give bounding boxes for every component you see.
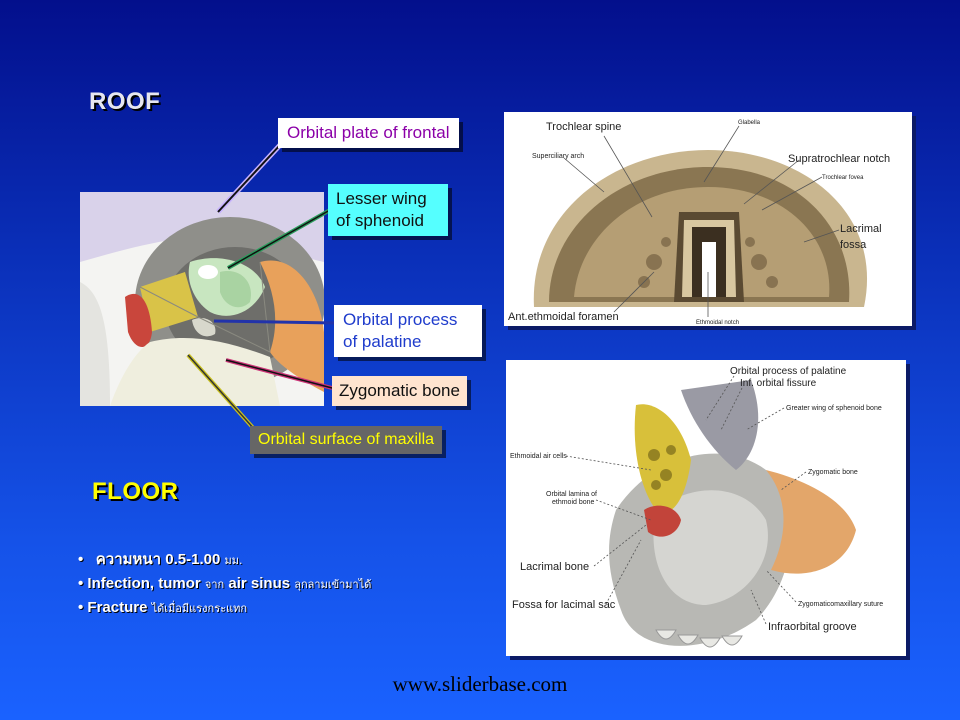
floor-fig-infraorbital-groove: Infraorbital groove	[768, 621, 857, 633]
bullet-small-2: ลุกลามเข้ามาได้	[294, 578, 372, 591]
roof-heading: ROOF	[89, 88, 161, 115]
roof-fig-lacrimal-2: fossa	[840, 239, 867, 251]
label-text: Orbital plate of frontal	[287, 123, 450, 142]
bullet-bold-2: air sinus	[228, 575, 291, 592]
roof-fig-ethmoidal-notch: Ethmoidal notch	[696, 320, 739, 326]
orbit-illustration	[80, 192, 324, 406]
roof-fig-trochlear-spine: Trochlear spine	[546, 121, 621, 133]
footer-url: www.sliderbase.com	[392, 672, 568, 696]
label-orbital-surface-maxilla: Orbital surface of maxilla	[250, 426, 443, 454]
bullet-list: • ความหนา 0.5-1.00 มม. • Infection, tumo…	[78, 548, 371, 620]
floor-fig-orbital-lamina-2: ethmoid bone	[552, 499, 595, 506]
label-orbital-process-palatine: Orbital process of palatine	[334, 305, 482, 357]
floor-fig-zygomaticomaxillary: Zygomaticomaxillary suture	[798, 601, 883, 608]
floor-fig-orbital-process-palatine: Orbital process of palatine	[730, 366, 847, 377]
bullet-item: • Fracture ได้เมื่อมีแรงกระแทก	[78, 599, 248, 616]
bullet-small: มม.	[224, 554, 243, 567]
label-text-line-1: Orbital process	[343, 310, 458, 329]
roof-fig-lacrimal-1: Lacrimal	[840, 223, 882, 235]
floor-heading: FLOOR	[92, 478, 179, 505]
floor-figure: Orbital process of palatine Inf. orbital…	[506, 360, 906, 656]
bullet-bold: Fracture	[87, 599, 148, 616]
roof-fig-superciliary-arch: Superciliary arch	[532, 153, 584, 160]
bullet-bold: Infection, tumor	[87, 575, 201, 592]
floor-fig-greater-wing: Greater wing of sphenoid bone	[786, 405, 882, 412]
bullet-small: จาก	[204, 578, 225, 591]
roof-fig-trochlear-fovea: Trochlear fovea	[822, 175, 864, 181]
roof-fig-glabella: Glabella	[738, 120, 761, 126]
floor-fig-inf-orbital-fissure: Inf. orbital fissure	[740, 378, 817, 389]
label-text-line-2: of palatine	[343, 332, 422, 351]
label-zygomatic-bone: Zygomatic bone	[332, 376, 467, 406]
bullet-bold: ความหนา 0.5-1.00	[95, 551, 221, 568]
label-orbital-plate-frontal: Orbital plate of frontal	[278, 118, 459, 148]
floor-fig-fossa-lacrimal-sac: Fossa for lacimal sac	[512, 599, 616, 611]
bullet-item: • ความหนา 0.5-1.00 มม.	[78, 551, 243, 568]
label-text-line-2: of sphenoid	[336, 211, 424, 230]
floor-fig-zygomatic-bone: Zygomatic bone	[808, 469, 858, 476]
roof-figure: Trochlear spine Glabella Superciliary ar…	[504, 112, 912, 326]
label-text-line-1: Lesser wing	[336, 189, 427, 208]
bullet-small: ได้เมื่อมีแรงกระแทก	[151, 602, 248, 615]
floor-fig-orbital-lamina-1: Orbital lamina of	[546, 491, 597, 498]
floor-fig-ethmoidal-air-cells: Ethmoidal air cells	[510, 453, 567, 460]
label-text: Zygomatic bone	[339, 381, 460, 400]
roof-fig-supratrochlear-notch: Supratrochlear notch	[788, 153, 890, 165]
floor-fig-lacrimal-bone: Lacrimal bone	[520, 561, 589, 573]
bullet-item: • Infection, tumor จาก air sinus ลุกลามเ…	[78, 575, 372, 592]
label-text: Orbital surface of maxilla	[258, 431, 435, 448]
label-lesser-wing-sphenoid: Lesser wing of sphenoid	[328, 184, 448, 236]
roof-fig-ant-ethmoidal-foramen: Ant.ethmoidal foramen	[508, 311, 619, 323]
